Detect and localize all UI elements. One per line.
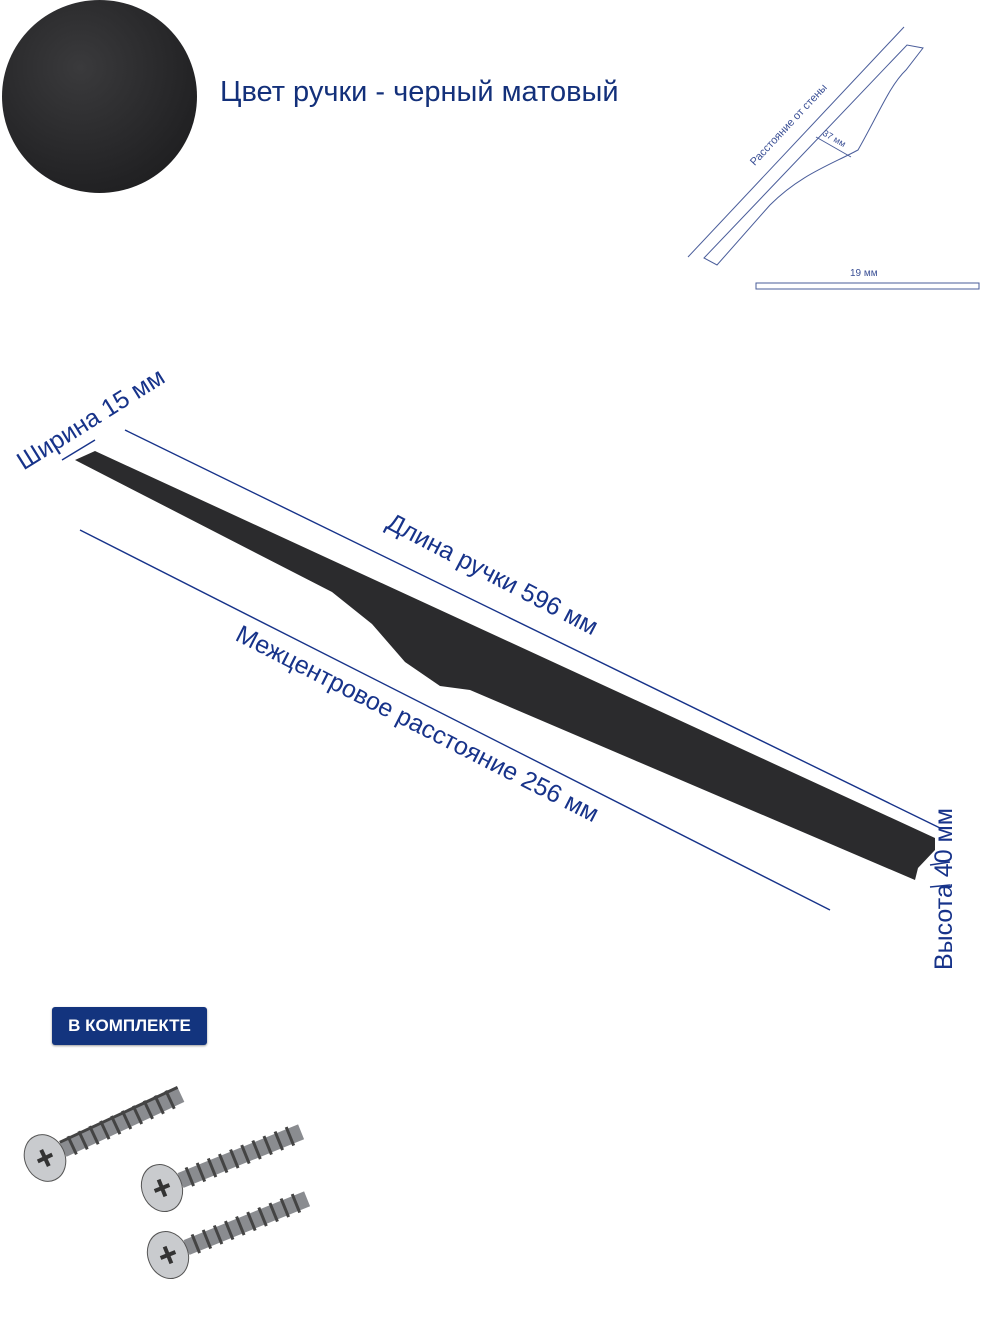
color-swatch <box>2 0 197 193</box>
color-label: Цвет ручки - черный матовый <box>220 76 619 108</box>
screws-image <box>23 1085 311 1279</box>
height-label: Высота 40 мм <box>930 808 958 970</box>
mini-profile-drawing <box>687 26 980 290</box>
thickness-label: 19 мм <box>850 268 878 279</box>
handle-image <box>75 451 935 880</box>
kit-badge: В КОМПЛЕКТЕ <box>52 1007 207 1045</box>
dimension-lines <box>61 429 951 911</box>
